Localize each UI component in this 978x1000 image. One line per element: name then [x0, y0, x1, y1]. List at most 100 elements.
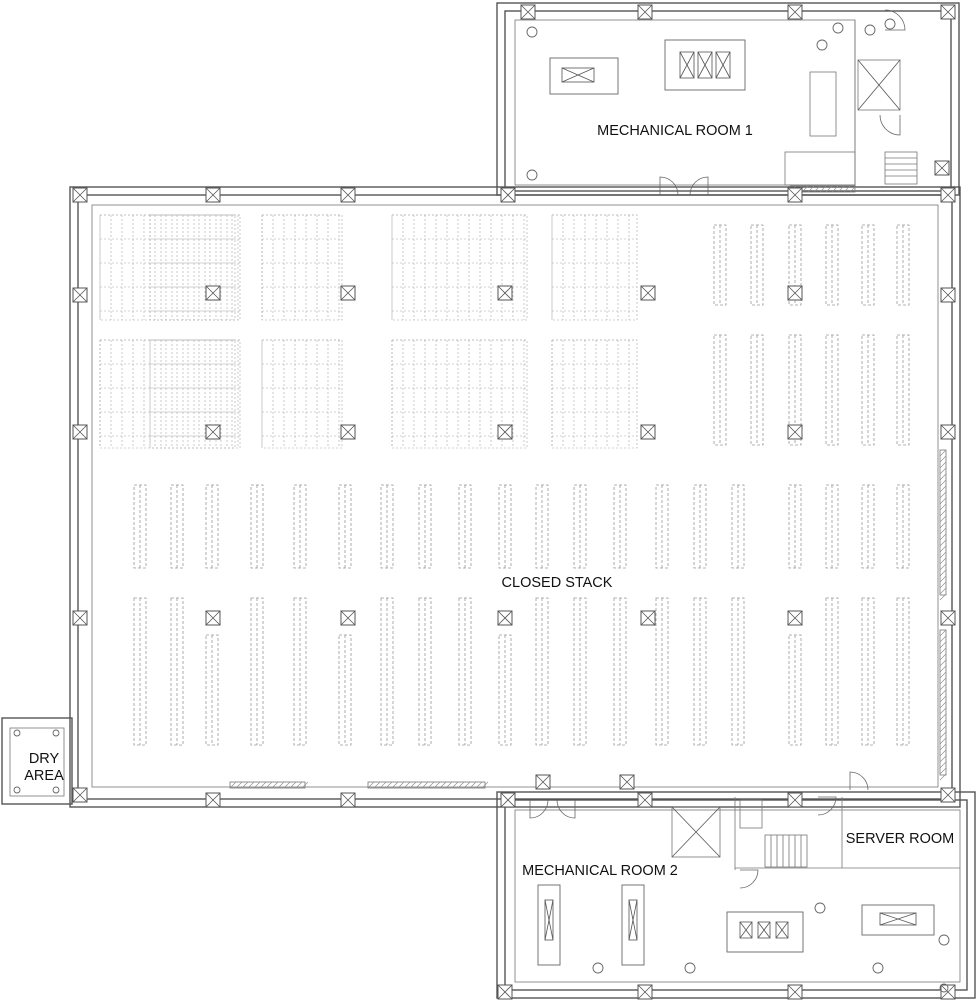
shelf-group: [99, 214, 236, 321]
shelf-unit: [825, 484, 839, 569]
column-icon: [787, 4, 803, 20]
column-icon: [205, 424, 221, 440]
shelf-unit: [250, 484, 264, 569]
shelf-group: [149, 214, 241, 321]
shelf-group: [551, 214, 638, 321]
shelf-unit: [418, 484, 432, 569]
column-icon: [72, 4, 956, 1000]
shelf-unit: [498, 634, 512, 746]
interior-partitions: [671, 20, 960, 870]
shelf-unit: [713, 334, 727, 446]
room-label-mechanical-room-2: MECHANICAL ROOM 2: [522, 863, 678, 879]
shelf-unit: [573, 597, 587, 746]
column-icon: [72, 787, 88, 803]
column-icon: [940, 610, 956, 626]
shelf-unit: [750, 334, 764, 446]
shelf-unit: [498, 484, 512, 569]
shelf-unit: [535, 597, 549, 746]
shelf-unit: [896, 224, 910, 306]
column-icon: [500, 187, 516, 203]
room-label-closed-stack: CLOSED STACK: [502, 575, 613, 591]
room-label-server-room: SERVER ROOM: [846, 831, 955, 847]
shelf-unit: [338, 634, 352, 746]
column-icon: [340, 792, 356, 808]
shelf-unit: [613, 484, 627, 569]
shelf-group: [261, 214, 343, 321]
shelf-unit: [458, 484, 472, 569]
column-icon: [619, 774, 635, 790]
column-icon: [640, 424, 656, 440]
shelf-group: [99, 339, 236, 449]
column-icon: [72, 610, 88, 626]
hatched-walls: [229, 185, 947, 789]
column-icon: [940, 4, 956, 20]
column-icon: [72, 424, 88, 440]
shelf-unit: [861, 597, 875, 746]
column-icon: [940, 424, 956, 440]
column-icon: [640, 285, 656, 301]
column-icon: [934, 160, 950, 176]
shelf-unit: [713, 224, 727, 306]
column-icon: [340, 285, 356, 301]
shelf-unit: [380, 484, 394, 569]
column-icon: [340, 187, 356, 203]
column-icon: [940, 187, 956, 203]
column-icon: [497, 424, 513, 440]
column-icon: [205, 610, 221, 626]
hatch-segment: [367, 781, 489, 789]
stair-icon: [764, 151, 918, 868]
shelf-unit: [380, 597, 394, 746]
column-icon: [787, 610, 803, 626]
shelf-unit: [750, 224, 764, 306]
room-label-dry-area-line1: DRY: [29, 751, 60, 767]
shelf-unit: [250, 597, 264, 746]
shelf-unit: [896, 484, 910, 569]
room-label-mechanical-room-1: MECHANICAL ROOM 1: [597, 123, 753, 139]
shelf-unit: [788, 634, 802, 746]
column-icon: [787, 285, 803, 301]
column-icon: [497, 984, 513, 1000]
shelf-unit: [861, 334, 875, 446]
column-icon: [72, 287, 88, 303]
column-icon: [787, 792, 803, 808]
column-icon: [340, 610, 356, 626]
shelf-unit: [418, 597, 432, 746]
shelf-group: [149, 339, 241, 449]
shelf-unit: [731, 484, 745, 569]
column-icon: [205, 792, 221, 808]
shelf-unit: [338, 484, 352, 569]
column-icon: [640, 610, 656, 626]
equipment-icon: [13, 18, 950, 993]
shelf-unit: [205, 634, 219, 746]
shelf-unit: [655, 597, 669, 746]
shelf-unit: [613, 597, 627, 746]
hatch-segment: [939, 629, 947, 781]
shelf-group: [551, 339, 638, 449]
shelf-unit: [861, 484, 875, 569]
column-icon: [787, 187, 803, 203]
column-icon: [940, 287, 956, 303]
column-icon: [940, 984, 956, 1000]
column-icon: [637, 4, 653, 20]
shelf-unit: [825, 334, 839, 446]
column-icon: [205, 285, 221, 301]
shelf-unit: [205, 484, 219, 569]
shelf-unit: [293, 597, 307, 746]
column-icon: [637, 792, 653, 808]
shelf-unit: [825, 224, 839, 306]
shelf-unit: [458, 597, 472, 746]
shelf-group: [391, 214, 528, 321]
column-icon: [787, 424, 803, 440]
shelf-unit: [731, 597, 745, 746]
shelf-unit: [133, 597, 147, 746]
shelf-group: [261, 339, 343, 449]
column-icon: [497, 610, 513, 626]
shelf-unit: [788, 484, 802, 569]
shelf-unit: [693, 484, 707, 569]
dense-shelving: [99, 214, 638, 449]
column-icon: [72, 187, 88, 203]
shelf-unit: [861, 224, 875, 306]
column-icon: [500, 792, 516, 808]
hatch-segment: [229, 781, 309, 789]
